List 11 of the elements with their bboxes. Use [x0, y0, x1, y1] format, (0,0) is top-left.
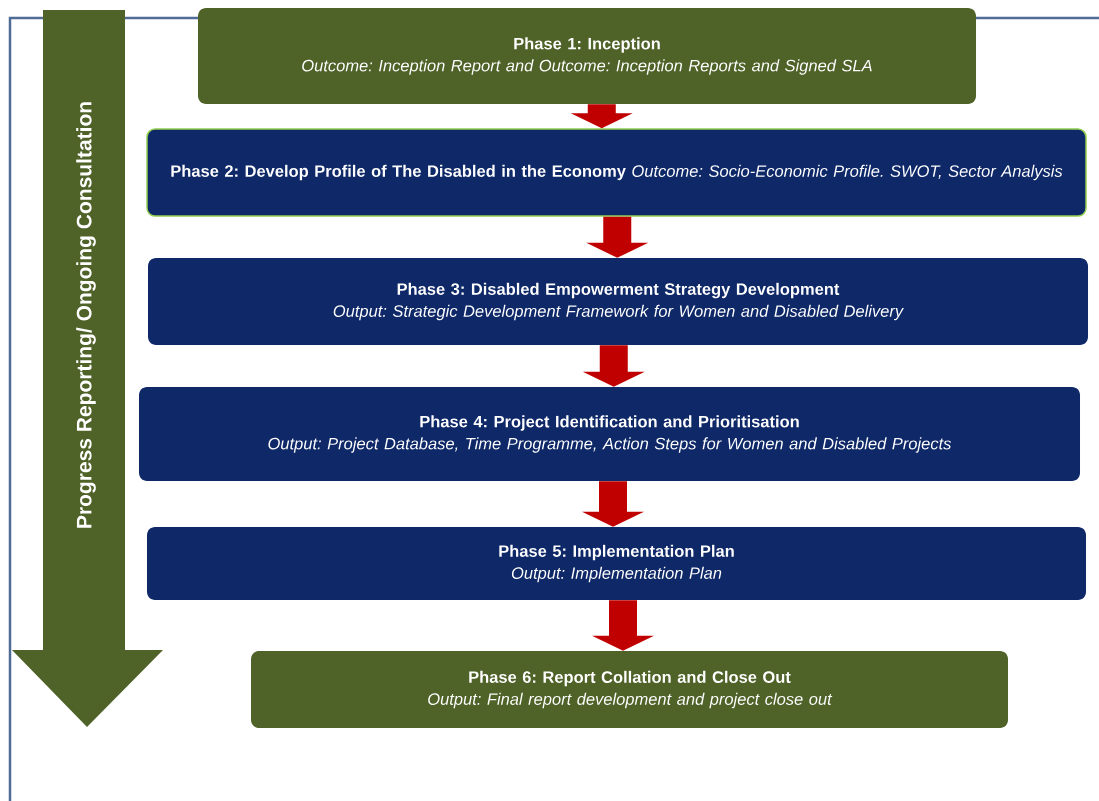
phase-box: Phase 2: Develop Profile of The Disabled in the Economy Outcome: Socio-Economic Profile. SWOT, Sector Analysis	[146, 128, 1087, 217]
down-arrow	[570, 104, 633, 129]
down-arrow	[592, 600, 654, 651]
phase-box: Phase 1: Inception Outcome: Inception Report and Outcome: Inception Reports and Signed SLA	[198, 8, 976, 104]
down-arrow	[586, 216, 649, 258]
down-arrow	[582, 345, 645, 387]
phase-box: Phase 4: Project Identification and Prioritisation Output: Project Database, Time Programme, Action Steps for Women and Disabled Projects	[139, 387, 1080, 481]
phase-box: Phase 5: Implementation Plan Output: Implementation Plan	[147, 527, 1086, 600]
down-arrow	[582, 481, 644, 527]
phase-box: Phase 6: Report Collation and Close Out Output: Final report development and project close out	[251, 651, 1008, 728]
phase-box: Phase 3: Disabled Empowerment Strategy Development Output: Strategic Development Framework for Women and Disabled Delivery	[148, 258, 1088, 345]
